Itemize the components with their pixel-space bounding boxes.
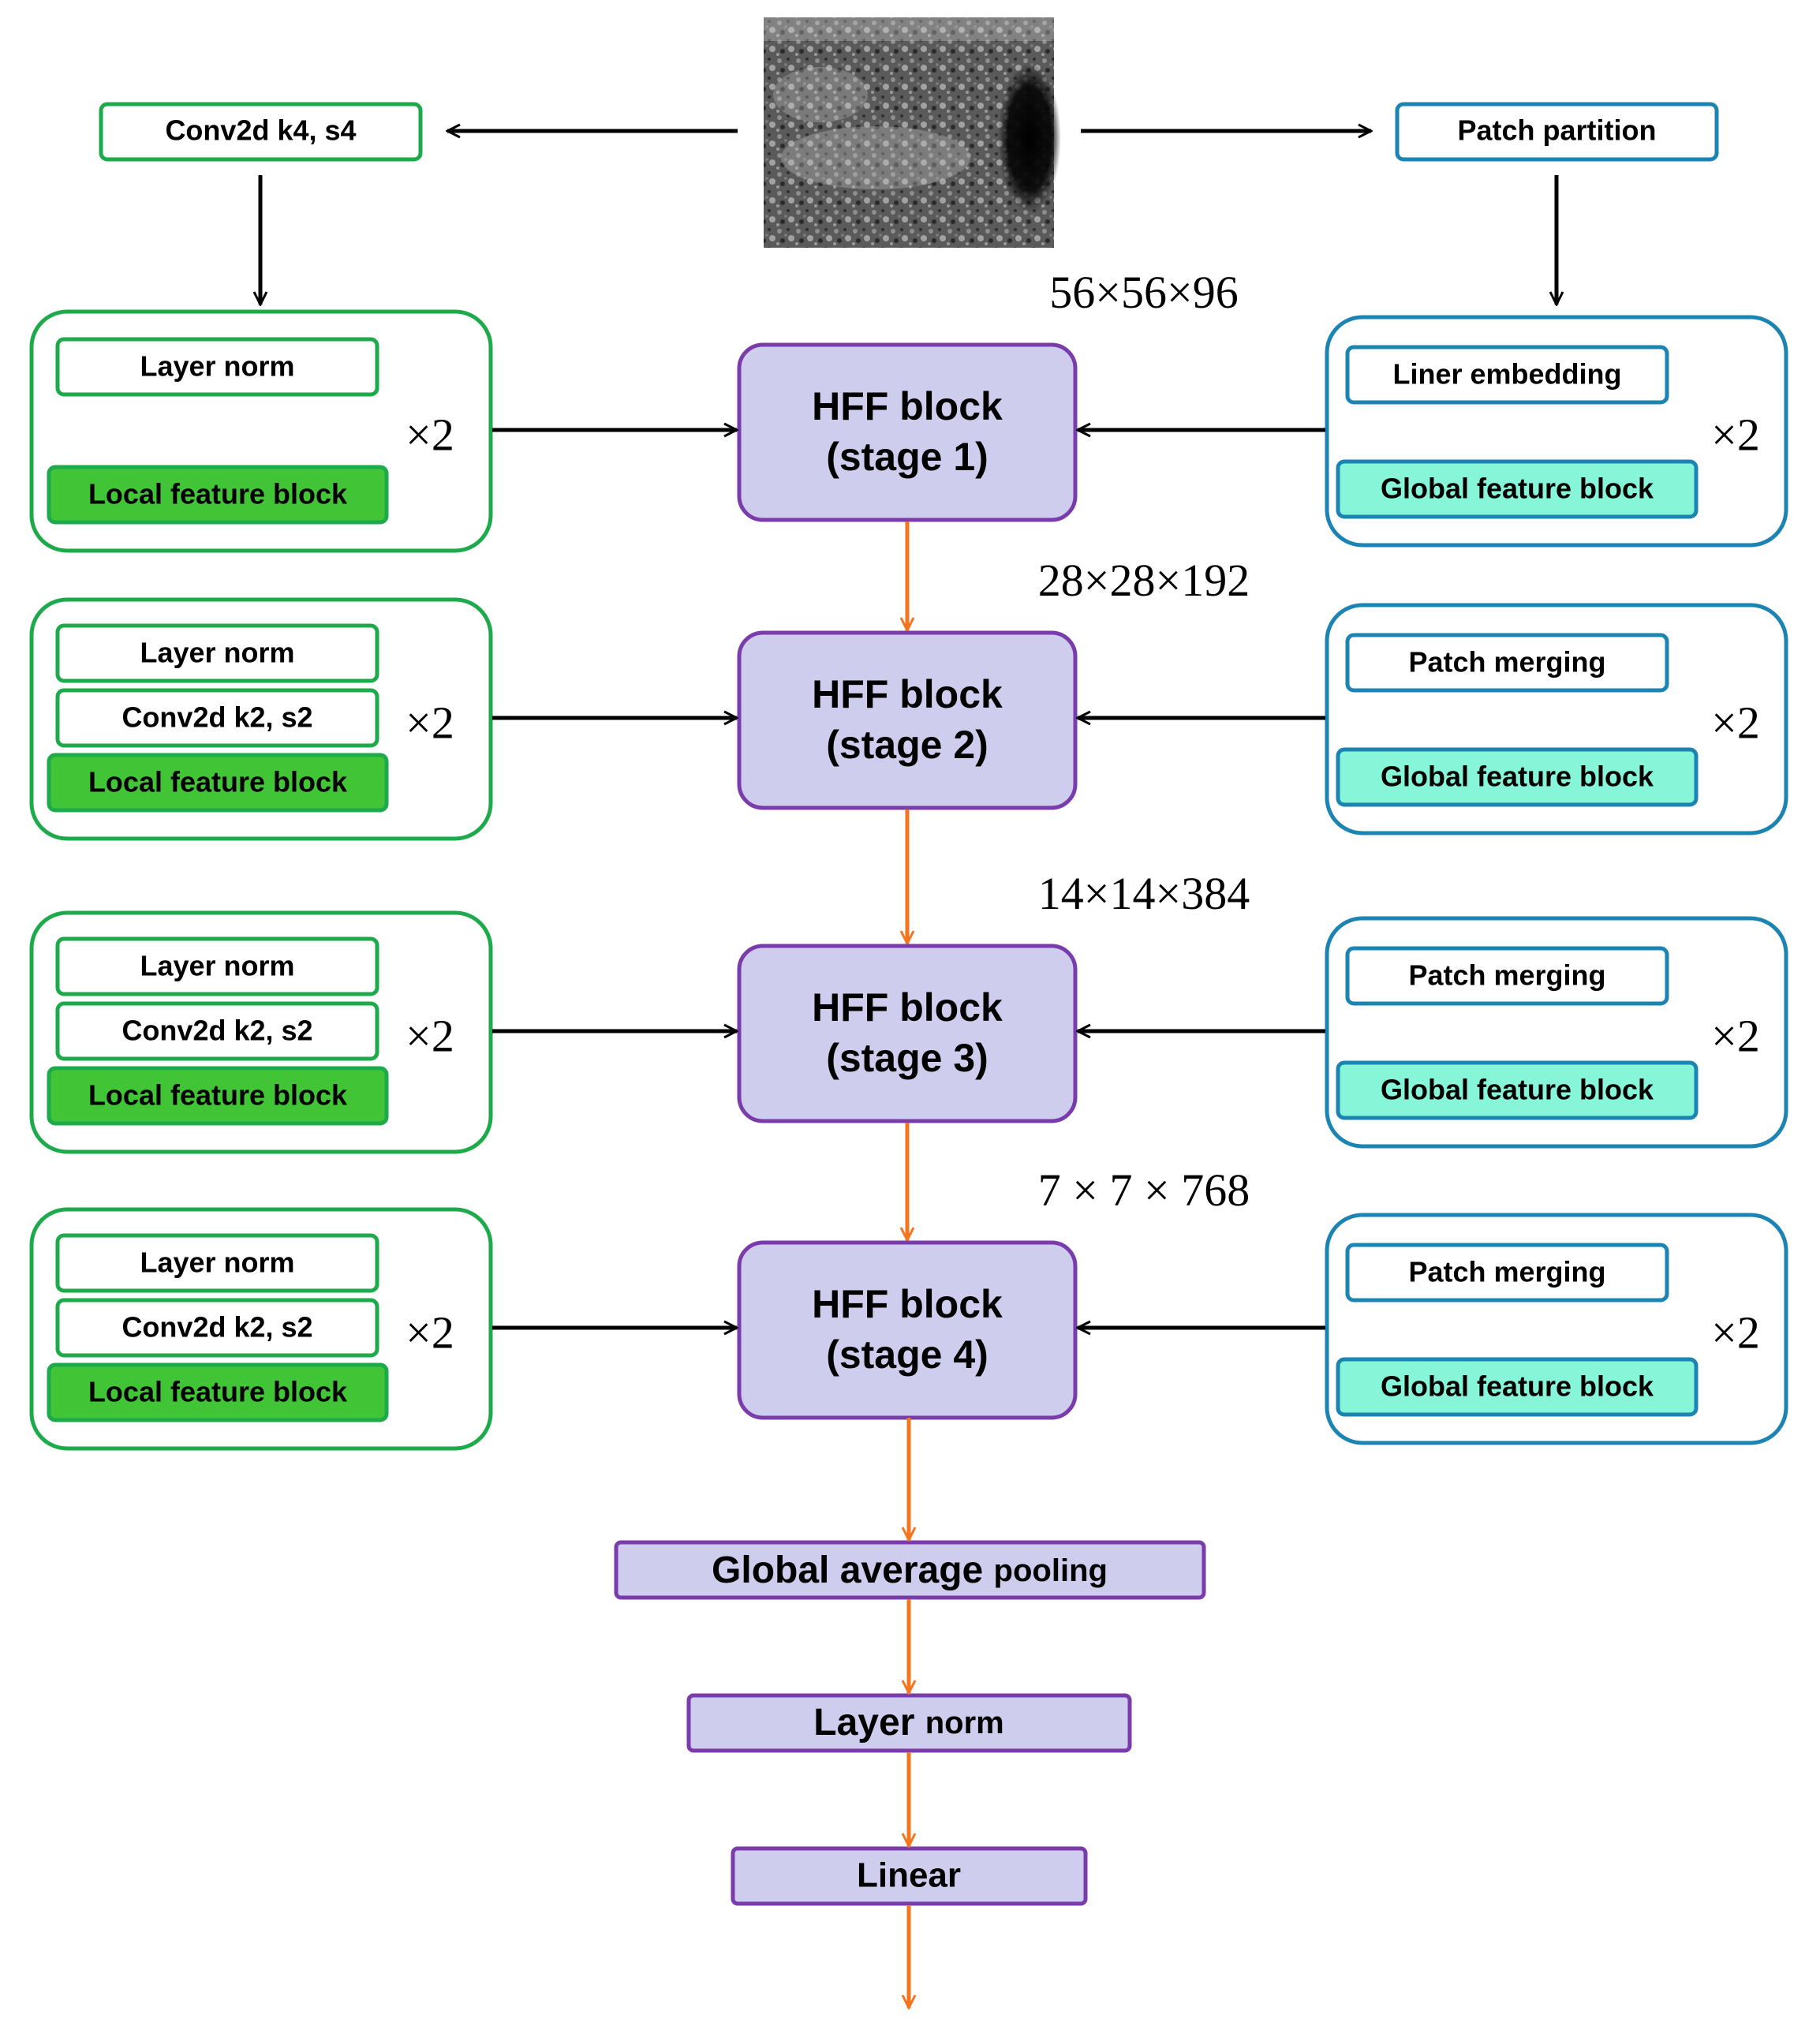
hff-block bbox=[737, 944, 1078, 1123]
conv-stem-label: Conv2d k4, s4 bbox=[165, 114, 356, 147]
hff-block-title: HFF block bbox=[812, 985, 1003, 1030]
global-embedding-box bbox=[1345, 633, 1669, 693]
global-feature-block bbox=[1336, 747, 1699, 807]
global-embedding-label: Liner embedding bbox=[1392, 358, 1621, 391]
global-repeat-label: ×2 bbox=[1711, 1010, 1760, 1061]
local-layer-norm-box bbox=[55, 1233, 379, 1293]
local-step-label: Layer norm bbox=[140, 1246, 294, 1279]
global-repeat-label: ×2 bbox=[1711, 409, 1760, 460]
local-feature-block-label: Local feature block bbox=[88, 1376, 348, 1408]
patch-partition-box: Patch partition bbox=[1395, 102, 1719, 162]
hff-block-stage: (stage 2) bbox=[826, 723, 988, 767]
local-layer-norm-box bbox=[55, 936, 379, 996]
linear-label: Linear bbox=[857, 1856, 961, 1895]
local-layer-norm-box bbox=[55, 337, 379, 397]
local-repeat-label: ×2 bbox=[405, 1306, 454, 1358]
global-embedding-box bbox=[1345, 1243, 1669, 1303]
hff-block bbox=[737, 630, 1078, 810]
hff-block-stage: (stage 3) bbox=[826, 1036, 988, 1080]
linear-box: Linear bbox=[731, 1846, 1088, 1906]
global-embedding-box bbox=[1345, 946, 1669, 1006]
global-average-pooling-label: Global average pooling bbox=[712, 1549, 1108, 1591]
local-layer-norm-box bbox=[55, 623, 379, 683]
local-step-label: Conv2d k2, s2 bbox=[121, 1311, 312, 1344]
local-repeat-label: ×2 bbox=[405, 697, 454, 748]
global-repeat-label: ×2 bbox=[1711, 1306, 1760, 1358]
global-embedding-label: Patch merging bbox=[1408, 1256, 1605, 1288]
global-feature-block-label: Global feature block bbox=[1381, 1074, 1654, 1106]
hff-block-title: HFF block bbox=[812, 384, 1003, 428]
hff-block-title: HFF block bbox=[812, 1282, 1003, 1326]
stage-dimension-label: 28×28×192 bbox=[1038, 555, 1250, 606]
global-feature-block-label: Global feature block bbox=[1381, 761, 1654, 793]
patch-partition-label: Patch partition bbox=[1457, 114, 1656, 147]
hff-block-stage: (stage 1) bbox=[826, 435, 988, 479]
global-feature-block-label: Global feature block bbox=[1381, 473, 1654, 505]
local-repeat-label: ×2 bbox=[405, 1010, 454, 1061]
global-embedding-label: Patch merging bbox=[1408, 959, 1605, 992]
local-conv-downsample-box bbox=[55, 688, 379, 748]
head-layer-norm-box: Layer norm bbox=[686, 1693, 1132, 1753]
local-step-label: Conv2d k2, s2 bbox=[121, 1015, 312, 1047]
local-step-label: Layer norm bbox=[140, 350, 294, 383]
hff-block-title: HFF block bbox=[812, 672, 1003, 716]
stage-dimension-label: 56×56×96 bbox=[1049, 267, 1238, 318]
local-feature-block-label: Local feature block bbox=[88, 478, 348, 510]
global-embedding-label: Patch merging bbox=[1408, 646, 1605, 678]
hff-block-stage: (stage 4) bbox=[826, 1332, 988, 1377]
local-feature-block-label: Local feature block bbox=[88, 1079, 348, 1112]
stage-dimension-label: 7 × 7 × 768 bbox=[1038, 1164, 1250, 1216]
hff-block bbox=[737, 342, 1078, 522]
conv-stem-box: Conv2d k4, s4 bbox=[99, 102, 423, 162]
local-feature-block bbox=[47, 1066, 389, 1126]
global-average-pooling-box: Global average pooling bbox=[614, 1540, 1206, 1600]
local-conv-downsample-box bbox=[55, 1298, 379, 1358]
stage-dimension-label: 14×14×384 bbox=[1038, 868, 1250, 919]
global-repeat-label: ×2 bbox=[1711, 697, 1760, 748]
head-layer-norm-label: Layer norm bbox=[813, 1702, 1003, 1744]
global-feature-block bbox=[1336, 1357, 1699, 1417]
local-step-label: Layer norm bbox=[140, 637, 294, 669]
local-repeat-label: ×2 bbox=[405, 409, 454, 460]
local-feature-block bbox=[47, 753, 389, 813]
global-feature-block bbox=[1336, 1060, 1699, 1120]
local-feature-block-label: Local feature block bbox=[88, 766, 348, 798]
global-feature-block-label: Global feature block bbox=[1381, 1370, 1654, 1403]
hff-block bbox=[737, 1240, 1078, 1420]
global-embedding-box bbox=[1345, 345, 1669, 405]
local-conv-downsample-box bbox=[55, 1001, 379, 1061]
input-ultrasound-image bbox=[764, 17, 1061, 248]
local-step-label: Conv2d k2, s2 bbox=[121, 701, 312, 734]
local-feature-block bbox=[47, 465, 389, 525]
local-step-label: Layer norm bbox=[140, 950, 294, 982]
local-feature-block bbox=[47, 1362, 389, 1422]
global-feature-block bbox=[1336, 459, 1699, 519]
